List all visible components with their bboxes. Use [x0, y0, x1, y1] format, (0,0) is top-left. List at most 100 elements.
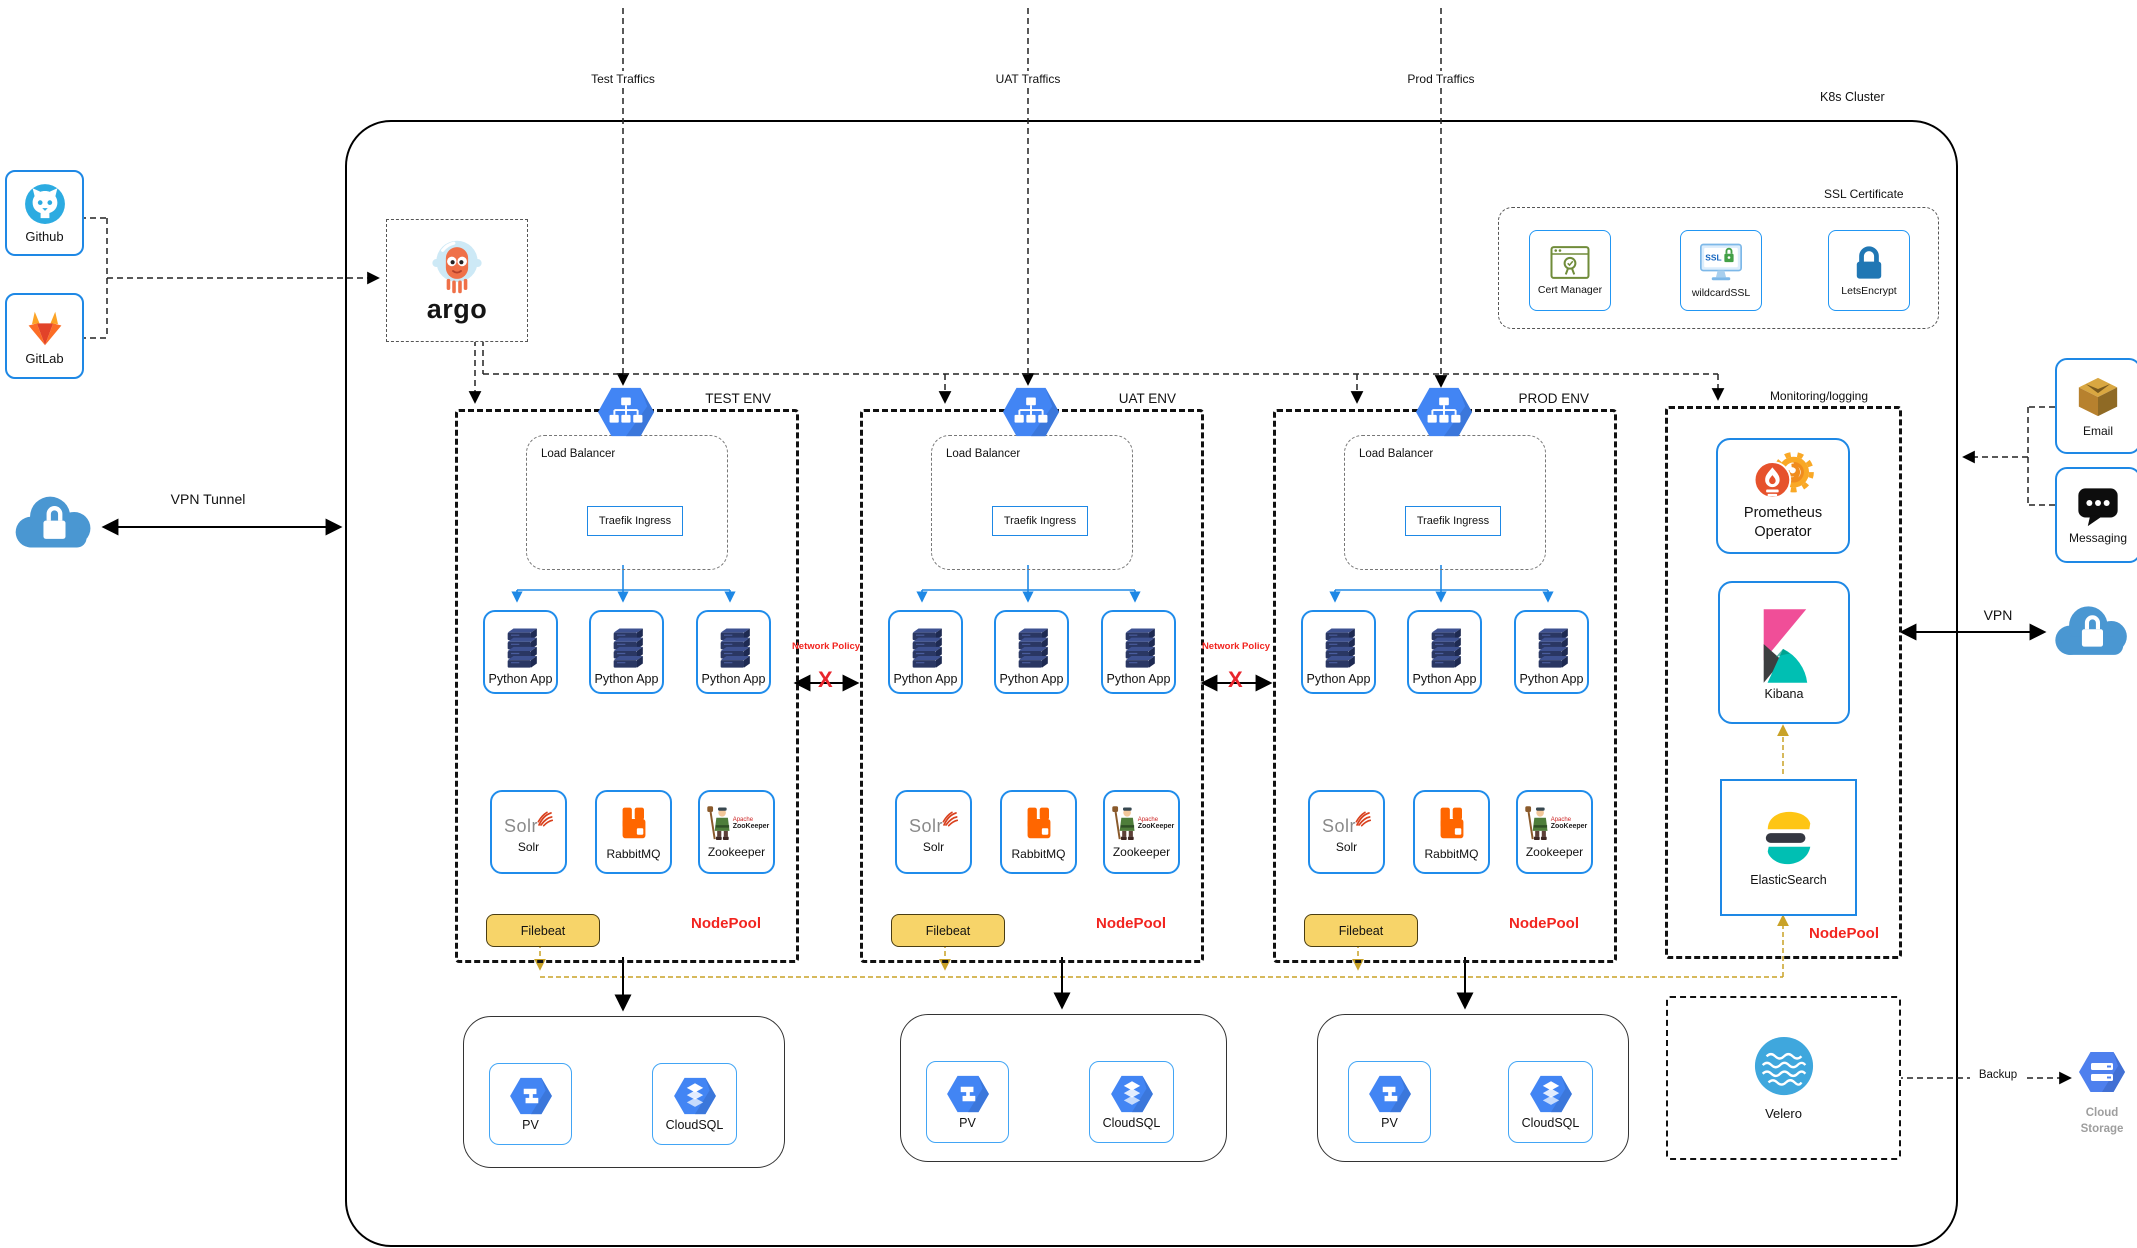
argo-icon	[424, 236, 490, 298]
zookeeper-icon	[1109, 805, 1137, 842]
python-app-icon	[1425, 623, 1465, 669]
network-policy-label: Network Policy	[1201, 641, 1271, 652]
gitlab-node: GitLab	[5, 293, 84, 379]
alert-wires	[1962, 406, 2055, 506]
prometheus-operator-node: Prometheus Operator	[1716, 438, 1850, 554]
velero-node: Velero	[1666, 996, 1901, 1160]
test-storage-group: PV CloudSQL	[463, 1016, 785, 1168]
zookeeper-icon	[1522, 805, 1550, 842]
cert-manager-icon	[1548, 244, 1592, 281]
rabbitmq-node: RabbitMQ	[1000, 790, 1077, 874]
prometheus-operator-icon	[1747, 450, 1819, 504]
python-app-icon	[1119, 623, 1159, 669]
monitoring-title: Monitoring/logging	[1766, 389, 1871, 403]
vpn-cloud-left-icon	[8, 486, 100, 561]
load-balancer-group: Load Balancer Traefik Ingress	[1344, 435, 1546, 570]
github-node: Github	[5, 170, 84, 256]
test-traffic-label: Test Traffics	[568, 71, 678, 87]
rabbitmq-icon	[1019, 804, 1059, 844]
load-balancer-label: Load Balancer	[541, 448, 616, 460]
kibana-node: Kibana	[1718, 581, 1850, 724]
python-app-node: Python App	[1514, 610, 1589, 694]
prod-env-section: PROD ENV Load Balancer Traefik Ingress P…	[1273, 409, 1617, 963]
python-app-icon	[1319, 623, 1359, 669]
python-app-icon	[501, 623, 541, 669]
pv-hexagon-icon	[946, 1074, 990, 1114]
rabbitmq-icon	[614, 804, 654, 844]
nodepool-label: NodePool	[1096, 915, 1166, 932]
kibana-icon	[1755, 605, 1813, 687]
letsencrypt-label: LetsEncrypt	[1841, 284, 1897, 297]
python-app-icon	[906, 623, 946, 669]
cloud-storage-label: Cloud Storage	[2080, 1107, 2124, 1135]
prod-traffic-label: Prod Traffics	[1386, 71, 1496, 87]
email-icon	[2075, 374, 2121, 420]
ssl-monitor-icon: SSL	[1700, 243, 1742, 281]
ssl-section-title: SSL Certificate	[1824, 187, 1904, 201]
zookeeper-icon	[704, 805, 732, 842]
git-to-argo-wires	[80, 217, 380, 339]
backup-label: Backup	[1970, 1069, 2026, 1081]
solr-node: Solr Solr	[490, 790, 567, 874]
email-node: Email	[2055, 358, 2137, 454]
github-icon	[23, 182, 67, 226]
cloudsql-node: CloudSQL	[652, 1063, 737, 1145]
argo-node: argo	[386, 219, 528, 342]
gitlab-icon	[23, 307, 67, 348]
cloudsql-hexagon-icon	[1529, 1074, 1573, 1114]
letsencrypt-node: LetsEncrypt	[1828, 230, 1910, 311]
network-policy-x: X	[818, 667, 833, 692]
pv-hexagon-icon	[1368, 1074, 1412, 1114]
velero-label: Velero	[1765, 1106, 1802, 1121]
wildcard-ssl-label: wildcardSSL	[1691, 286, 1751, 299]
traefik-ingress-node: Traefik Ingress	[992, 506, 1088, 536]
python-app-node: Python App	[483, 610, 558, 694]
solr-sun-icon	[1355, 811, 1371, 827]
load-balancer-label: Load Balancer	[946, 448, 1021, 460]
python-app-node: Python App	[1101, 610, 1176, 694]
uat-env-section: UAT ENV Load Balancer Traefik Ingress Py…	[860, 409, 1204, 963]
traefik-ingress-label: Traefik Ingress	[1416, 515, 1490, 527]
load-balancer-group: Load Balancer Traefik Ingress	[526, 435, 728, 570]
prod-storage-group: PV CloudSQL	[1317, 1014, 1629, 1162]
vpn-cloud-right-icon	[2048, 596, 2136, 668]
python-app-node: Python App	[696, 610, 771, 694]
rabbitmq-node: RabbitMQ	[1413, 790, 1490, 874]
letsencrypt-lock-icon	[1850, 244, 1888, 282]
python-app-node: Python App	[1301, 610, 1376, 694]
load-balancer-icon	[1002, 386, 1060, 438]
solr-sun-icon	[942, 811, 958, 827]
prod-env-title: PROD ENV	[1515, 391, 1592, 406]
k8s-cluster-label: K8s Cluster	[1820, 90, 1885, 104]
load-balancer-label: Load Balancer	[1359, 448, 1434, 460]
network-policy-label: Network Policy	[791, 641, 861, 652]
svg-text:SSL: SSL	[1705, 252, 1721, 262]
nodepool-label: NodePool	[1809, 925, 1879, 942]
wildcard-ssl-node: SSL wildcardSSL	[1680, 230, 1762, 311]
elasticsearch-icon	[1761, 809, 1817, 867]
pv-node: PV	[1348, 1061, 1431, 1143]
solr-sun-icon	[537, 811, 553, 827]
elasticsearch-node: ElasticSearch	[1720, 779, 1857, 916]
pv-node: PV	[489, 1063, 572, 1145]
python-app-icon	[607, 623, 647, 669]
cert-manager-node: Cert Manager	[1529, 230, 1611, 311]
cloudsql-node: CloudSQL	[1508, 1061, 1593, 1143]
traefik-ingress-label: Traefik Ingress	[1003, 515, 1077, 527]
vpn-label: VPN	[1958, 607, 2038, 623]
nodepool-label: NodePool	[1509, 915, 1579, 932]
python-app-node: Python App	[994, 610, 1069, 694]
messaging-node: Messaging	[2055, 467, 2137, 563]
uat-env-title: UAT ENV	[1115, 391, 1179, 406]
solr-logo-text: Solr	[503, 815, 538, 836]
load-balancer-icon	[597, 386, 655, 438]
filebeat-node: Filebeat	[891, 914, 1005, 947]
monitoring-section: Monitoring/logging Prometheus Operator K…	[1665, 389, 1902, 959]
cloud-storage-icon	[2078, 1050, 2126, 1094]
python-app-node: Python App	[589, 610, 664, 694]
python-app-node: Python App	[1407, 610, 1482, 694]
email-label: Email	[2082, 424, 2113, 438]
gitlab-label: GitLab	[25, 350, 64, 366]
